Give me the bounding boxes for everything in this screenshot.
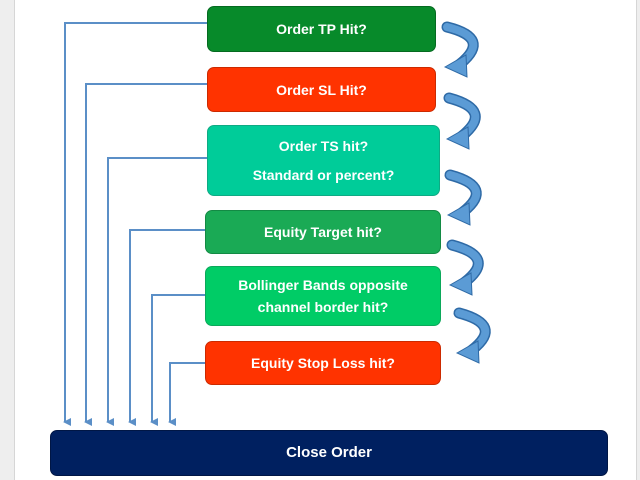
check-bollinger-bands-hit: Bollinger Bands opposite channel border … <box>205 266 441 326</box>
check-order-ts-hit: Order TS hit? Standard or percent? <box>207 125 440 196</box>
left-page-edge <box>0 0 15 480</box>
connector-tp-to-close <box>63 22 207 426</box>
check-order-sl-hit: Order SL Hit? <box>207 67 436 112</box>
connector-equity-target-to-close <box>128 229 205 426</box>
check-order-sl-hit-label: Order SL Hit? <box>276 81 367 98</box>
right-page-edge <box>636 0 640 480</box>
connector-sl-to-close <box>84 83 207 426</box>
connector-equity-sl-to-close <box>168 362 205 426</box>
curved-arrow-icon-2 <box>443 92 481 150</box>
check-equity-stop-loss-hit: Equity Stop Loss hit? <box>205 341 441 385</box>
curved-arrow-icon-1 <box>441 21 479 78</box>
check-bollinger-bands-hit-label: Bollinger Bands opposite <box>238 277 408 293</box>
curved-arrow-icon-3 <box>444 169 482 226</box>
check-equity-stop-loss-hit-label: Equity Stop Loss hit? <box>251 355 395 371</box>
check-order-ts-hit-label: Order TS hit? <box>278 138 369 155</box>
close-order-label: Close Order <box>286 444 372 461</box>
check-order-tp-hit-label: Order TP Hit? <box>276 21 367 37</box>
curved-arrow-icon-5 <box>453 307 491 364</box>
check-bollinger-bands-hit-sublabel: channel border hit? <box>257 299 389 315</box>
check-order-ts-hit-sublabel: Standard or percent? <box>252 166 395 183</box>
check-order-tp-hit: Order TP Hit? <box>207 6 436 52</box>
check-equity-target-hit: Equity Target hit? <box>205 210 441 254</box>
curved-arrow-icon-4 <box>446 239 484 296</box>
close-order-action: Close Order <box>50 430 608 476</box>
check-equity-target-hit-label: Equity Target hit? <box>264 224 382 240</box>
connector-bollinger-to-close <box>150 294 205 426</box>
connector-ts-to-close <box>106 157 207 426</box>
